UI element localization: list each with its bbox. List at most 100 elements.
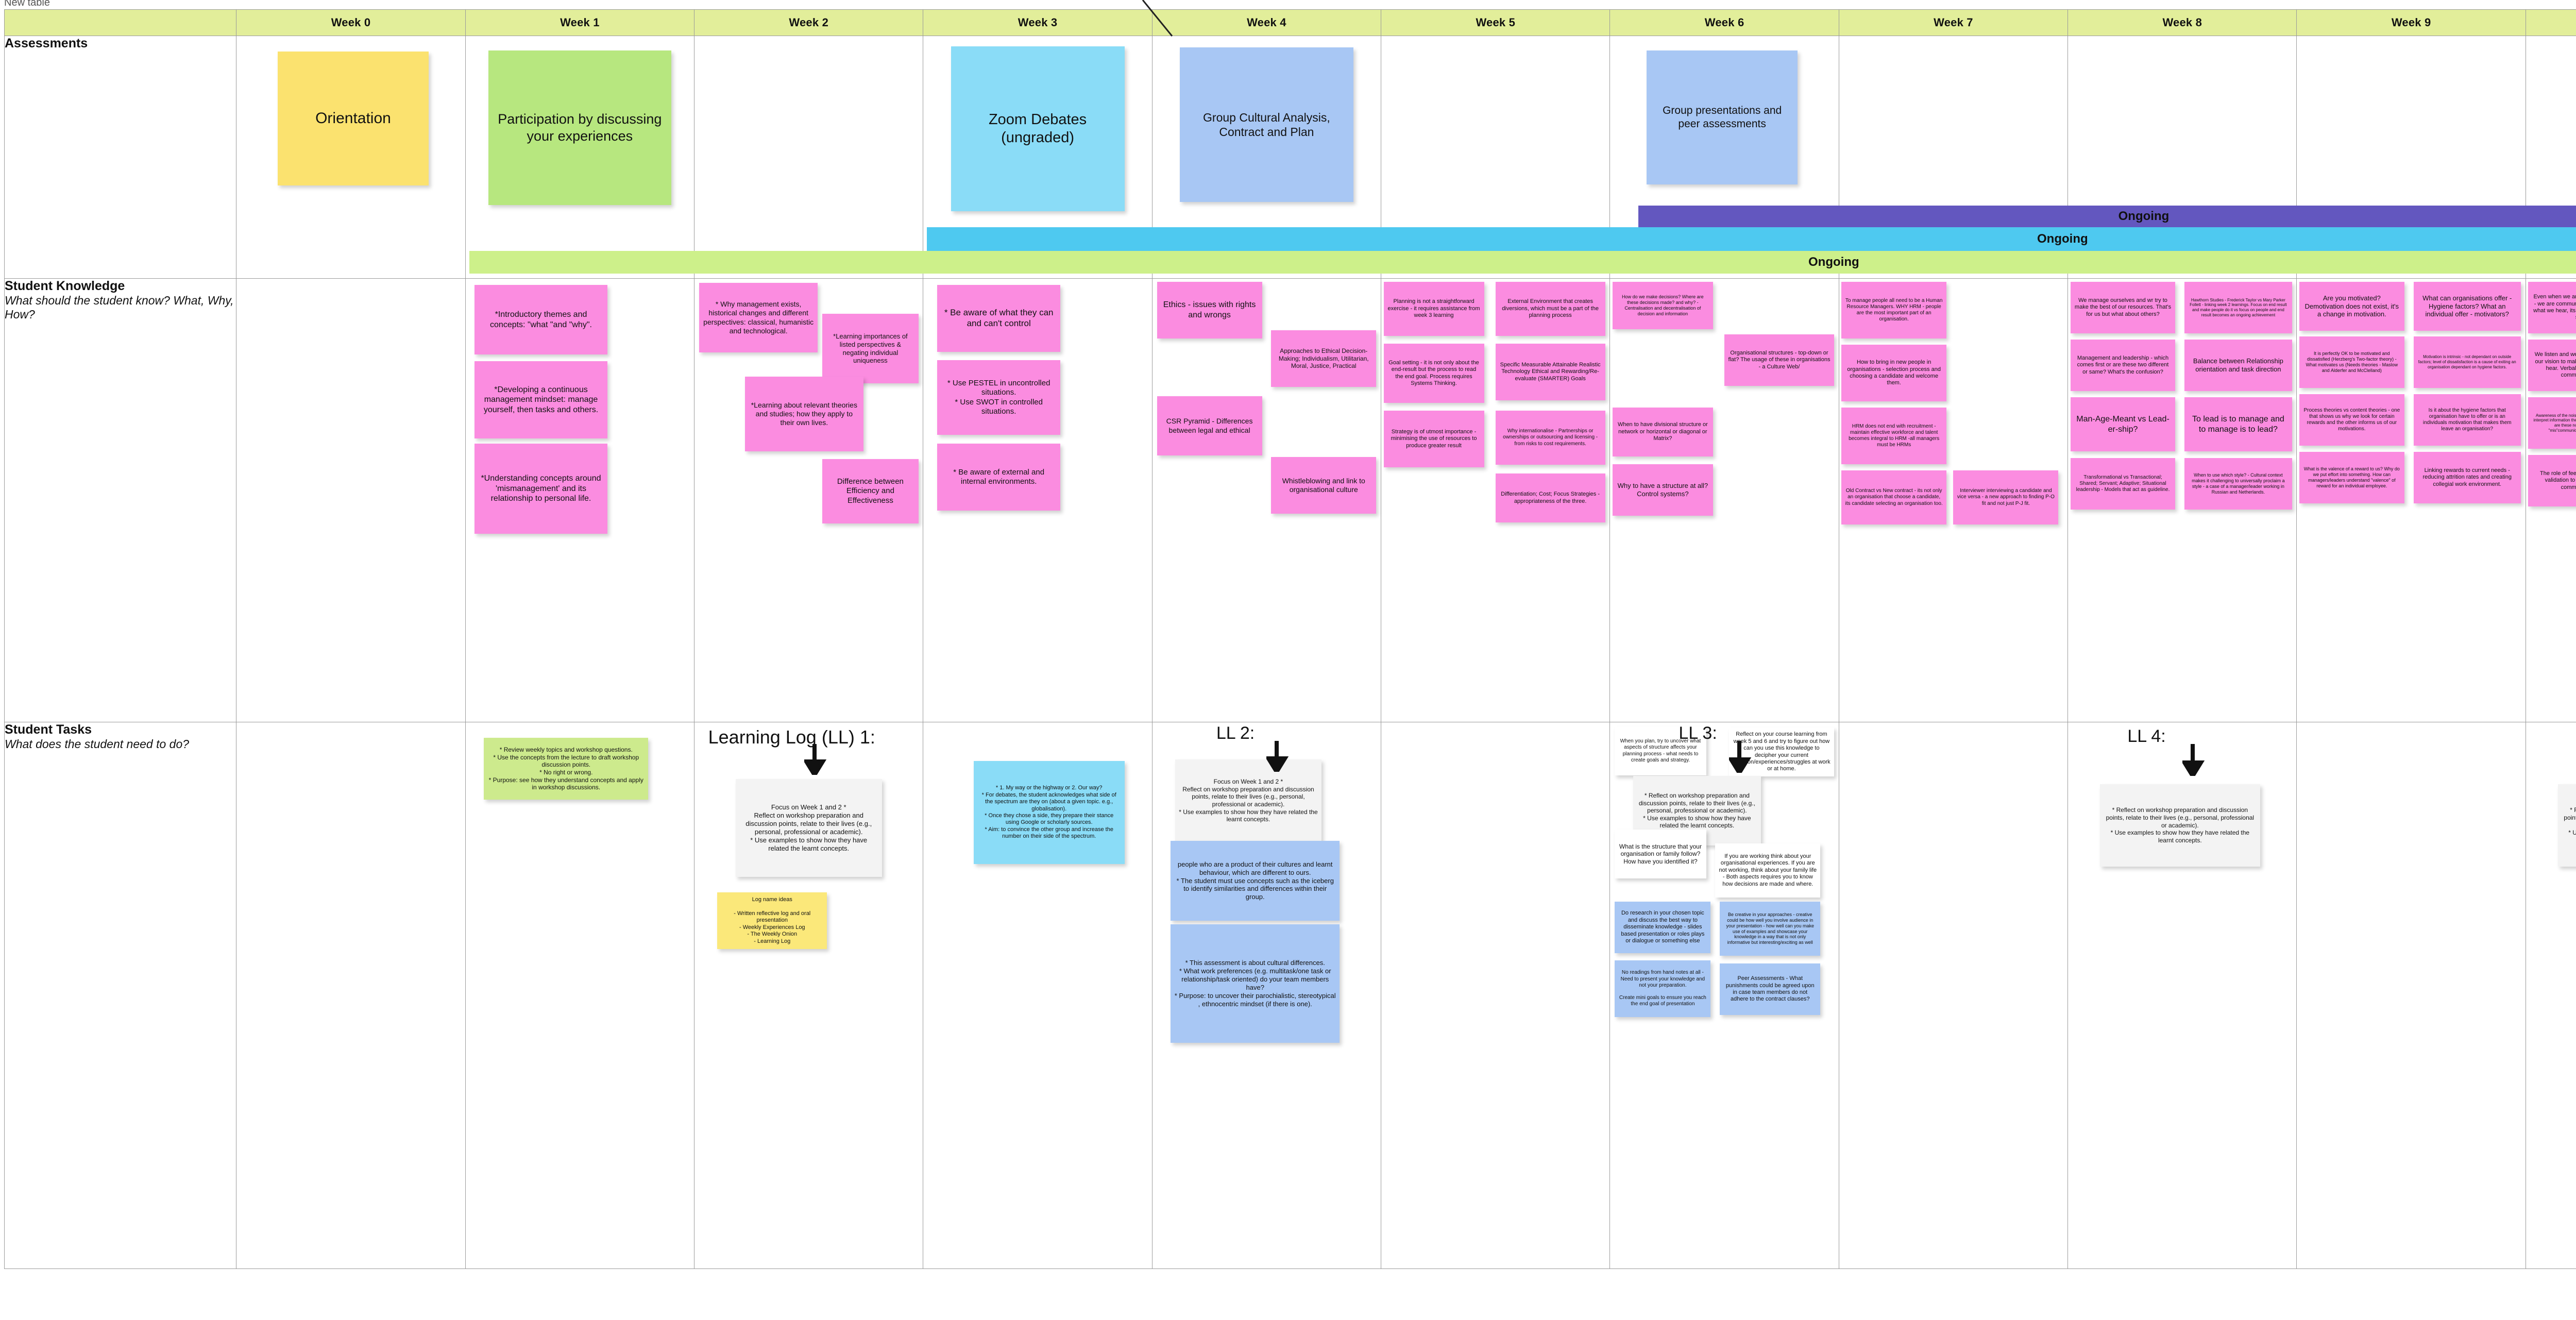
task-note[interactable]: * This assessment is about cultural diff… — [1171, 924, 1340, 1043]
task-note[interactable]: * Reflect on workshop preparation and di… — [2557, 784, 2576, 867]
knowledge-note[interactable]: To manage people all need to be a Human … — [1841, 282, 1947, 339]
knowledge-note[interactable]: Why to have a structure at all? Control … — [1612, 464, 1713, 516]
assessment-note-a-participation[interactable]: Participation by discussing your experie… — [488, 50, 671, 205]
task-note[interactable]: * Review weekly topics and workshop ques… — [484, 738, 649, 800]
knowledge-note[interactable]: Interviewer interviewing a candidate and… — [1953, 470, 2059, 524]
assessment-note-a-group-cultural[interactable]: Group Cultural Analysis, Contract and Pl… — [1179, 47, 1353, 202]
knowledge-note[interactable]: Planning is not a straightforward exerci… — [1383, 282, 1484, 336]
task-note[interactable]: * Reflect on workshop preparation and di… — [1633, 776, 1761, 845]
knowledge-note[interactable]: Whistleblowing and link to organisationa… — [1271, 457, 1377, 514]
ongoing-bar-purple[interactable]: Ongoing — [1638, 206, 2576, 227]
knowledge-note[interactable]: To lead is to manage and to manage is to… — [2184, 397, 2292, 451]
knowledge-note[interactable]: Approaches to Ethical Decision-Making; I… — [1271, 330, 1377, 387]
note-text: * Reflect on workshop preparation and di… — [2106, 806, 2255, 844]
row-title: Student Tasks — [5, 722, 92, 737]
knowledge-note[interactable]: What can organisations offer - Hygiene f… — [2413, 282, 2521, 331]
task-note[interactable]: Be creative in your approaches - creativ… — [1720, 902, 1821, 956]
knowledge-note[interactable]: External Environment that creates divers… — [1495, 282, 1605, 336]
knowledge-note[interactable]: Goal setting - it is not only about the … — [1383, 344, 1484, 403]
knowledge-note[interactable]: Organisational structures - top-down or … — [1724, 334, 1834, 386]
note-text: Goal setting - it is not only about the … — [1388, 359, 1479, 386]
knowledge-note[interactable]: How do we make decisions? Where are thes… — [1612, 282, 1713, 329]
task-note[interactable]: Do research in your chosen topic and dis… — [1615, 902, 1711, 953]
knowledge-note[interactable]: *Learning importances of listed perspect… — [822, 314, 919, 383]
task-note[interactable]: No readings from hand notes at all - Nee… — [1615, 960, 1711, 1017]
knowledge-note[interactable]: * Why management exists, historical chan… — [699, 283, 818, 352]
knowledge-note[interactable]: Transformational vs Transactional; Share… — [2070, 458, 2176, 510]
task-note[interactable]: Log name ideas - Written reflective log … — [717, 892, 827, 949]
note-text: Process theories vs content theories - o… — [2303, 407, 2400, 432]
note-text: Participation by discussing your experie… — [498, 111, 662, 144]
knowledge-note[interactable]: The role of feedback and sender validati… — [2528, 455, 2576, 506]
knowledge-note[interactable]: When to have divisional structure or net… — [1612, 408, 1713, 456]
knowledge-note[interactable]: Specific Measurable Attainable Realistic… — [1495, 344, 1605, 400]
knowledge-note[interactable]: Man-Age-Meant vs Lead-er-ship? — [2070, 397, 2176, 451]
cell-student-tasks-week-6: When you plan, try to uncover what aspec… — [1609, 722, 1839, 1269]
cell-student-knowledge-week-3: * Be aware of what they can and can't co… — [923, 278, 1153, 722]
knowledge-note[interactable]: Motivation is intrinsic - not dependant … — [2413, 336, 2521, 388]
knowledge-note[interactable]: HRM does not end with recruitment - main… — [1841, 408, 1947, 464]
knowledge-note[interactable]: It is perfectly OK to be motivated and d… — [2299, 336, 2404, 388]
note-text: * Use PESTEL in uncontrolled situations.… — [947, 378, 1050, 416]
note-text: Group presentations and peer assessments — [1663, 105, 1782, 130]
knowledge-note[interactable]: How to bring in new people in organisati… — [1841, 345, 1947, 401]
knowledge-note[interactable]: Balance between Relationship orientation… — [2184, 340, 2292, 391]
task-note[interactable]: If you are working think about your orga… — [1715, 843, 1821, 898]
cell-student-tasks-week-2: Focus on Week 1 and 2 * Reflect on works… — [694, 722, 924, 1269]
assessment-note-a-zoom-debates[interactable]: Zoom Debates (ungraded) — [951, 46, 1125, 211]
task-note[interactable]: Focus on Week 1 and 2 * Reflect on works… — [1175, 759, 1321, 842]
task-note[interactable]: * 1. My way or the highway or 2. Our way… — [973, 761, 1125, 864]
task-note[interactable]: Focus on Week 1 and 2 * Reflect on works… — [735, 779, 882, 877]
note-text: *Learning about relevant theories and st… — [751, 400, 857, 427]
task-note[interactable]: Reflect on your course learning from wee… — [1728, 727, 1834, 776]
knowledge-note[interactable]: Process theories vs content theories - o… — [2299, 394, 2404, 446]
knowledge-note[interactable]: *Learning about relevant theories and st… — [744, 377, 864, 451]
task-note[interactable]: What is the structure that your organisa… — [1615, 830, 1706, 878]
knowledge-note[interactable]: Awareness of the noise that reduces our … — [2528, 397, 2576, 449]
task-note[interactable]: * Reflect on workshop preparation and di… — [2100, 784, 2260, 867]
week-header-3: Week 3 — [923, 9, 1153, 36]
knowledge-note[interactable]: Why internationalise - Partnerships or o… — [1495, 411, 1605, 465]
note-text: Hawthorn Studies - Frederick Taylor vs M… — [2190, 297, 2287, 317]
cell-student-knowledge-week-6: How do we make decisions? Where are thes… — [1609, 278, 1839, 722]
knowledge-note[interactable]: Old Contract vs New contract - its not o… — [1841, 470, 1947, 524]
note-text: *Introductory themes and concepts: "what… — [490, 310, 592, 329]
task-note[interactable]: people who are a product of their cultur… — [1171, 841, 1340, 921]
knowledge-note[interactable]: Is it about the hygiene factors that org… — [2413, 394, 2521, 446]
knowledge-note[interactable]: Are you motivated? Demotivation does not… — [2299, 282, 2404, 331]
note-text: Reflect on your course learning from wee… — [1733, 731, 1831, 772]
note-text: No readings from hand notes at all - Nee… — [1619, 970, 1706, 1007]
note-text: people who are a product of their cultur… — [1176, 860, 1334, 901]
ongoing-bar-cyan[interactable]: Ongoing — [926, 227, 2576, 251]
knowledge-note[interactable]: Ethics - issues with rights and wrongs — [1157, 282, 1262, 339]
knowledge-note[interactable]: Differentiation; Cost; Focus Strategies … — [1495, 473, 1605, 522]
knowledge-note[interactable]: Strategy is of utmost importance - minim… — [1383, 411, 1484, 467]
knowledge-note[interactable]: *Introductory themes and concepts: "what… — [474, 285, 607, 354]
note-text: Peer Assessments - What punishments coul… — [1725, 975, 1815, 1003]
knowledge-note[interactable]: * Use PESTEL in uncontrolled situations.… — [937, 360, 1061, 435]
knowledge-note[interactable]: Management and leadership - which comes … — [2070, 340, 2176, 391]
knowledge-note[interactable]: We listen and we see and we rely on our … — [2528, 340, 2576, 391]
knowledge-note[interactable]: When to use which style? - Cultural cont… — [2184, 458, 2292, 510]
task-note[interactable]: Peer Assessments - What punishments coul… — [1720, 963, 1821, 1015]
knowledge-note[interactable]: We manage ourselves and wr try to make t… — [2070, 282, 2176, 333]
knowledge-note[interactable]: Linking rewards to current needs - reduc… — [2413, 452, 2521, 503]
knowledge-note[interactable]: Even when we are not doing anything - we… — [2528, 282, 2576, 333]
knowledge-note[interactable]: * Be aware of what they can and can't co… — [937, 285, 1061, 352]
ongoing-bar-green[interactable]: Ongoing — [469, 251, 2576, 274]
knowledge-note[interactable]: * Be aware of external and internal envi… — [937, 444, 1061, 511]
knowledge-note[interactable]: *Understanding concepts around 'mismanag… — [474, 444, 607, 534]
knowledge-note[interactable]: Hawthorn Studies - Frederick Taylor vs M… — [2184, 282, 2292, 333]
knowledge-note[interactable]: What is the valence of a reward to us? W… — [2299, 452, 2404, 503]
assessment-note-a-group-presentations[interactable]: Group presentations and peer assessments — [1647, 50, 1798, 184]
note-text: Even when we are not doing anything - we… — [2533, 294, 2576, 320]
cell-student-knowledge-week-2: * Why management exists, historical chan… — [694, 278, 924, 722]
cell-student-knowledge-week-10: Even when we are not doing anything - we… — [2525, 278, 2576, 722]
assessment-note-a-orientation[interactable]: Orientation — [278, 52, 429, 185]
knowledge-note[interactable]: *Developing a continuous management mind… — [474, 361, 607, 438]
knowledge-note[interactable]: Difference between Efficiency and Effect… — [822, 459, 919, 523]
week-header-5: Week 5 — [1381, 9, 1611, 36]
knowledge-note[interactable]: CSR Pyramid - Differences between legal … — [1157, 396, 1262, 455]
task-note[interactable]: When you plan, try to uncover what aspec… — [1615, 726, 1706, 775]
